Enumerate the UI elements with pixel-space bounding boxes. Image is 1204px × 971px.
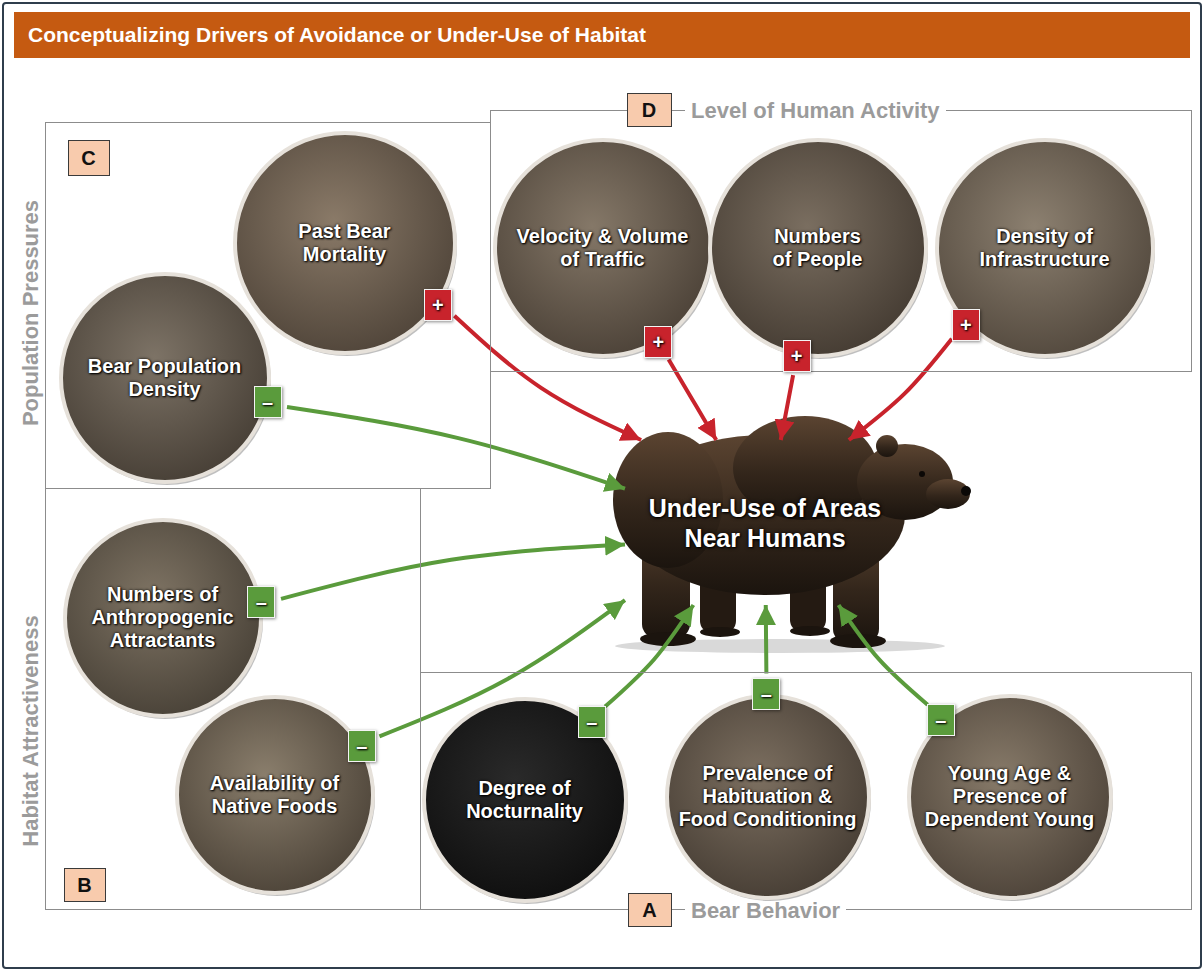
- panel-letter-box: B: [64, 868, 106, 902]
- sign-badge: –: [348, 730, 376, 762]
- sign-badge: +: [952, 309, 980, 341]
- driver-circle: Numbers of People+: [708, 138, 928, 358]
- driver-label: Bear Population Density: [82, 355, 247, 401]
- sign-symbol: –: [761, 684, 772, 704]
- driver-circle: Availability of Native Foods–: [175, 695, 375, 895]
- sign-symbol: +: [432, 295, 444, 315]
- group-panel: Level of Human ActivityDVelocity & Volum…: [490, 110, 1192, 372]
- panel-letter: A: [642, 900, 656, 920]
- panel-heading: Population Pressures: [18, 200, 44, 426]
- sign-badge: –: [752, 678, 780, 710]
- driver-circle: Bear Population Density–: [59, 272, 271, 484]
- panel-heading-patch: Population Pressures: [18, 194, 44, 432]
- influence-arrow: [605, 605, 693, 707]
- figure-frame: [3, 3, 1201, 968]
- sign-badge: –: [254, 386, 282, 418]
- influence-arrow: [764, 605, 769, 674]
- panel-letter-box: C: [68, 140, 110, 176]
- driver-label: Past Bear Mortality: [285, 220, 405, 266]
- driver-label: Density of Infrastructure: [970, 225, 1120, 271]
- sign-symbol: +: [653, 332, 665, 352]
- influence-arrow: [849, 339, 952, 440]
- driver-circle: Numbers of Anthropogenic Attractants–: [63, 518, 263, 718]
- sign-symbol: –: [935, 710, 946, 730]
- sign-badge: –: [927, 704, 955, 736]
- group-panel: Population PressuresCPast Bear Mortality…: [45, 122, 491, 489]
- sign-badge: +: [644, 326, 672, 358]
- influence-arrow: [839, 605, 928, 705]
- driver-circle: Young Age & Presence of Dependent Young –: [907, 694, 1113, 900]
- sign-badge: –: [247, 586, 275, 618]
- central-bear-node: Under-Use of Areas Near Humans: [625, 440, 905, 605]
- panel-heading: Habitat Attractiveness: [18, 615, 44, 846]
- sign-badge: +: [783, 340, 811, 372]
- influence-arrow: [781, 375, 793, 440]
- bear-illustration: [613, 416, 971, 653]
- driver-label: Velocity & Volume of Traffic: [510, 225, 695, 271]
- driver-circle: Past Bear Mortality +: [233, 131, 457, 355]
- influence-arrow: [287, 407, 625, 489]
- sign-symbol: –: [586, 712, 597, 732]
- panel-letter-box: A: [628, 893, 672, 927]
- sign-badge: –: [578, 706, 606, 738]
- sign-symbol: –: [356, 736, 367, 756]
- panel-letter: C: [81, 148, 95, 168]
- sign-symbol: –: [256, 592, 267, 612]
- panel-heading-patch: Bear Behavior: [685, 898, 846, 924]
- panel-letter-box: D: [627, 93, 672, 127]
- title-bar: Conceptualizing Drivers of Avoidance or …: [14, 12, 1190, 58]
- panel-heading: Level of Human Activity: [691, 98, 940, 124]
- panel-heading-patch: Habitat Attractiveness: [18, 609, 44, 852]
- panel-letter: B: [77, 875, 91, 895]
- driver-label: Prevalence of Habituation & Food Conditi…: [678, 762, 858, 831]
- sign-symbol: –: [262, 392, 273, 412]
- driver-circle: Prevalence of Habituation & Food Conditi…: [665, 694, 871, 900]
- central-label: Under-Use of Areas Near Humans: [638, 493, 893, 553]
- driver-circle: Velocity & Volume of Traffic +: [493, 138, 713, 358]
- panel-heading-patch: Level of Human Activity: [685, 98, 946, 124]
- group-panel: Habitat AttractivenessNumbers of Anthrop…: [45, 488, 421, 910]
- driver-label: Degree of Nocturnality: [462, 777, 587, 823]
- panel-heading: Bear Behavior: [691, 898, 840, 924]
- influence-arrow: [281, 545, 625, 599]
- driver-label: Numbers of People: [768, 225, 868, 271]
- driver-circle: Degree of Nocturnality –: [422, 697, 628, 903]
- panel-letter: D: [642, 100, 656, 120]
- sign-badge: +: [424, 289, 452, 321]
- title-text: Conceptualizing Drivers of Avoidance or …: [28, 23, 646, 47]
- driver-label: Numbers of Anthropogenic Attractants: [88, 583, 238, 652]
- sign-symbol: +: [791, 346, 803, 366]
- driver-circle: Density of Infrastructure +: [935, 138, 1155, 358]
- driver-label: Young Age & Presence of Dependent Young: [922, 762, 1097, 831]
- group-panel: Bear BehaviorDegree of Nocturnality–Prev…: [420, 672, 1192, 910]
- sign-symbol: +: [960, 315, 972, 335]
- driver-label: Availability of Native Foods: [200, 772, 350, 818]
